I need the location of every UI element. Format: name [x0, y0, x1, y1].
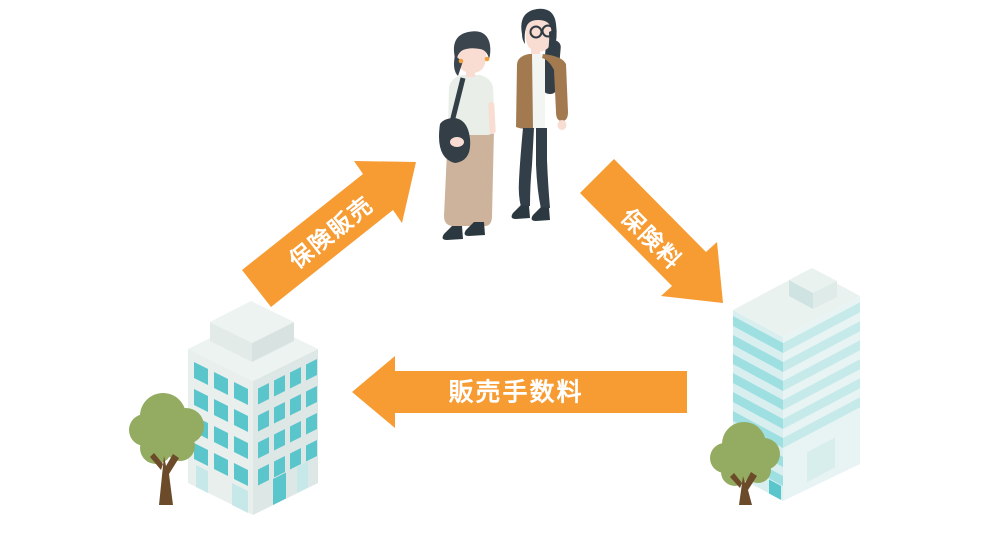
arrow-shape: [580, 159, 723, 303]
window: [306, 359, 317, 381]
man-figure: [511, 8, 568, 221]
arrow-shape: [352, 356, 687, 428]
shoe: [442, 226, 463, 240]
branch: [730, 473, 742, 488]
stripe: [733, 373, 783, 411]
window: [214, 372, 228, 395]
window: [234, 463, 248, 486]
window: [194, 362, 208, 385]
window: [258, 464, 269, 486]
stripe: [783, 359, 860, 410]
window: [274, 456, 285, 478]
jacket-left-panel: [516, 54, 533, 129]
hand: [557, 120, 567, 130]
window: [214, 453, 228, 476]
window: [234, 382, 248, 405]
stripe-band-right: [783, 302, 860, 483]
window: [234, 436, 248, 459]
window: [214, 426, 228, 449]
stripe: [733, 392, 783, 430]
trunk: [739, 472, 757, 505]
arm: [488, 102, 496, 134]
window: [306, 386, 317, 408]
window: [274, 402, 285, 424]
building-right-face: [783, 296, 860, 501]
roof-left-face: [789, 280, 813, 309]
earring: [458, 58, 464, 64]
tree-icon: [710, 422, 780, 505]
window: [258, 410, 269, 432]
arrow-insurance-premium: 保険料: [580, 159, 723, 303]
entrance-door: [769, 479, 781, 500]
window: [290, 448, 301, 470]
stripe: [783, 397, 860, 448]
rooftop-structure: [210, 301, 294, 362]
roof-right-face: [252, 322, 294, 362]
entrance-glass: [232, 483, 248, 513]
window: [274, 375, 285, 397]
roof-top-face: [789, 268, 837, 293]
hair: [521, 8, 557, 50]
couple-icon: [439, 8, 568, 240]
hair: [453, 31, 491, 63]
arrow-shape: [242, 161, 416, 307]
window: [194, 443, 208, 466]
roof-right-face: [813, 281, 837, 309]
roof-left-face: [210, 322, 252, 362]
arrow-label-sales-commission: 販売手数料: [448, 378, 583, 407]
window-grid-right: [258, 359, 317, 505]
window: [290, 367, 301, 389]
bag-strap: [449, 77, 466, 123]
hand: [450, 137, 464, 147]
office-building-icon: [188, 301, 318, 515]
window: [258, 437, 269, 459]
tree-icon: [129, 393, 204, 505]
arrow-sales-commission: 販売手数料: [352, 356, 687, 428]
window: [194, 389, 208, 412]
arrow-insurance-sales: 保険販売: [242, 161, 416, 307]
rooftop-structure: [789, 268, 837, 309]
stripe: [733, 354, 783, 392]
shoe: [511, 205, 530, 219]
stripe: [783, 302, 860, 353]
woman-figure: [439, 31, 496, 240]
pants-left-leg: [518, 128, 534, 207]
window: [234, 409, 248, 432]
entrance-door: [807, 437, 835, 483]
trunk: [159, 454, 179, 505]
entrance-door: [273, 472, 286, 505]
shoe: [464, 222, 485, 236]
window-grid-left: [194, 362, 248, 513]
pants-right-leg: [536, 128, 550, 209]
window: [274, 429, 285, 451]
shoe: [531, 207, 550, 221]
window: [306, 413, 317, 435]
glasses-icon: [529, 24, 555, 39]
window: [290, 421, 301, 443]
window: [258, 383, 269, 405]
stripe: [783, 321, 860, 372]
entrance-glass: [196, 465, 208, 493]
stripe: [783, 378, 860, 429]
branch: [150, 453, 163, 470]
foliage: [145, 412, 189, 456]
stripe: [733, 335, 783, 373]
window: [290, 394, 301, 416]
earring: [484, 56, 490, 62]
jacket-right-sleeve: [542, 54, 568, 121]
window: [214, 399, 228, 422]
entrance-glass: [297, 461, 308, 493]
foliage: [727, 441, 765, 479]
roof-top-face: [210, 301, 294, 343]
stripe: [783, 340, 860, 391]
window: [306, 440, 317, 462]
stripe: [733, 316, 783, 354]
